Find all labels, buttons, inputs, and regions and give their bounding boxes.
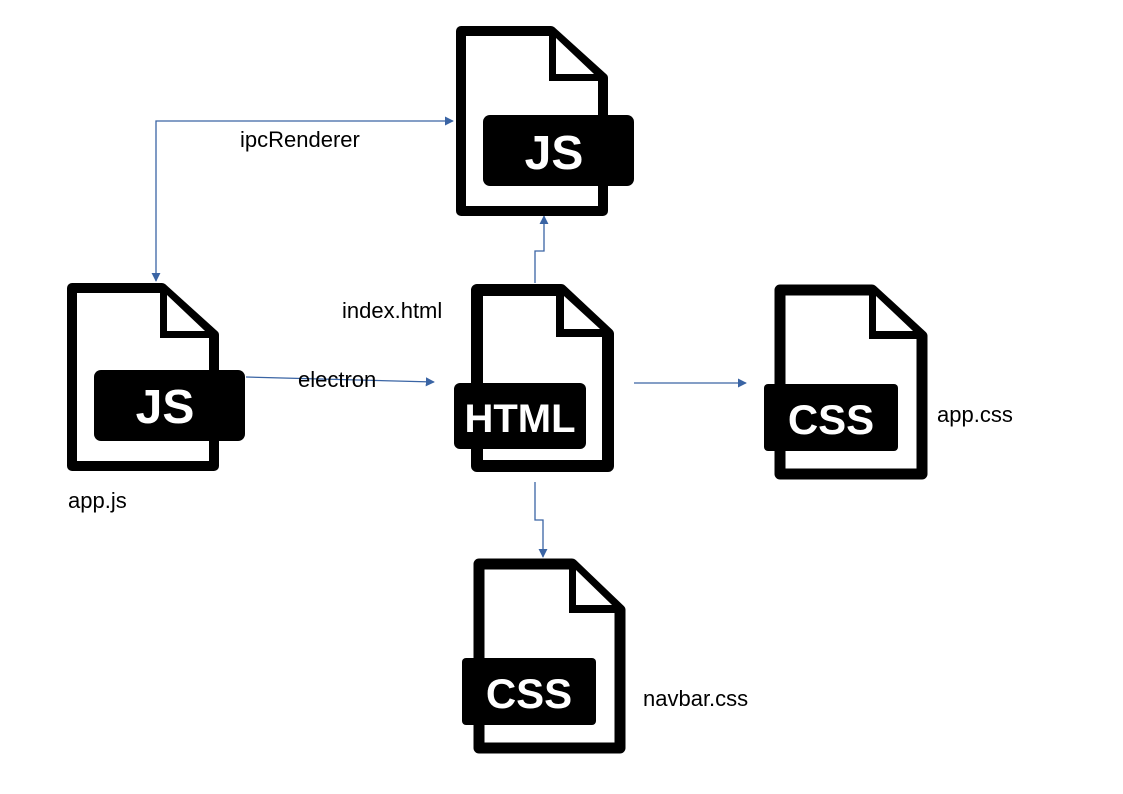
electron-label: electron [298,367,376,392]
html-file-icon: HTML [454,284,614,472]
js-badge-text: JS [136,381,195,434]
css-file-icon: CSS [764,284,928,480]
css-badge-text: CSS [486,670,572,717]
electron-connector [245,376,435,387]
ipc-renderer-label: ipcRenderer [240,127,360,152]
css-badge-text: CSS [788,396,874,443]
js-badge-text: JS [525,127,584,180]
css-file-icon: CSS [462,558,626,754]
html-to-navbar-css-connector [534,482,548,558]
edges [151,116,747,558]
js-file-icon: JS [456,26,634,216]
app-css-label: app.css [937,402,1013,427]
index-html-label: index.html [342,298,442,323]
navbar-css-label: navbar.css [643,686,748,711]
html-badge-text: HTML [464,397,575,441]
app-js-label: app.js [68,488,127,513]
ipc-connector [151,116,454,282]
js-file-icon: JS [67,283,245,471]
html-to-renderer-js-connector [534,215,549,283]
